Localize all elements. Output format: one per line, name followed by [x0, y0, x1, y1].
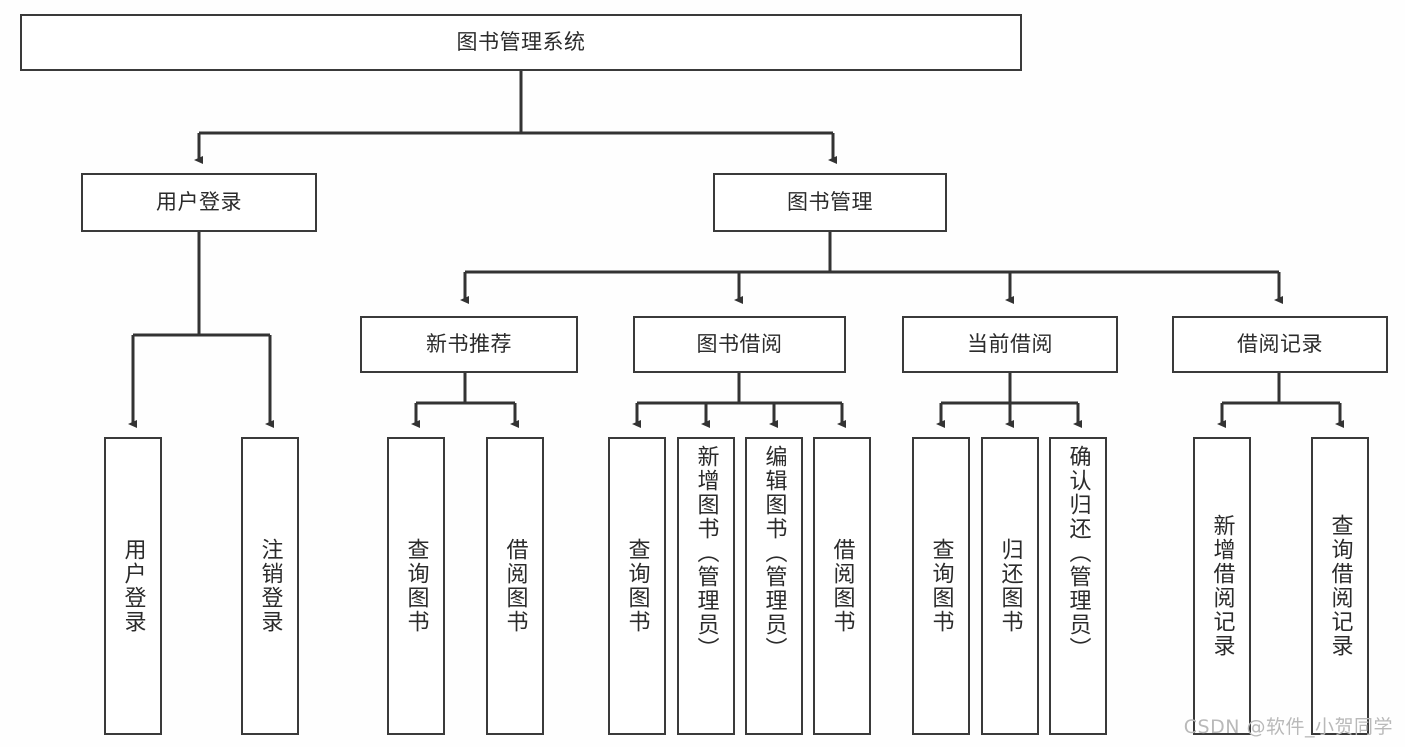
node-label: 编辑图书（管理员）: [761, 445, 787, 661]
leaf-book-borrow-query[interactable]: 查询图书: [608, 437, 666, 735]
node-label: 用户登录: [156, 190, 242, 215]
node-label: 注销登录: [257, 538, 283, 634]
node-label: 图书管理系统: [456, 30, 586, 55]
node-new-book-recommend[interactable]: 新书推荐: [360, 316, 578, 373]
node-label: 图书管理: [787, 190, 873, 215]
leaf-book-borrow-edit[interactable]: 编辑图书（管理员）: [745, 437, 803, 735]
leaf-new-book-borrow[interactable]: 借阅图书: [486, 437, 544, 735]
node-label: 查询图书: [403, 538, 429, 634]
node-label: 借阅记录: [1237, 332, 1323, 357]
leaf-borrow-record-add[interactable]: 新增借阅记录: [1193, 437, 1251, 735]
leaf-current-borrow-return[interactable]: 归还图书: [981, 437, 1039, 735]
node-label: 新书推荐: [426, 332, 512, 357]
node-label: 新增图书（管理员）: [693, 445, 719, 661]
node-user-login[interactable]: 用户登录: [81, 173, 317, 232]
leaf-book-borrow-borrow[interactable]: 借阅图书: [813, 437, 871, 735]
node-borrow-record[interactable]: 借阅记录: [1172, 316, 1388, 373]
node-label: 借阅图书: [502, 538, 528, 634]
node-label: 归还图书: [997, 538, 1023, 634]
node-current-borrow[interactable]: 当前借阅: [902, 316, 1118, 373]
node-label: 借阅图书: [829, 538, 855, 634]
leaf-current-borrow-confirm-return[interactable]: 确认归还（管理员）: [1049, 437, 1107, 735]
node-label: 查询图书: [624, 538, 650, 634]
node-book-borrow[interactable]: 图书借阅: [633, 316, 846, 373]
leaf-new-book-query[interactable]: 查询图书: [387, 437, 445, 735]
leaf-current-borrow-query[interactable]: 查询图书: [912, 437, 970, 735]
node-label: 确认归还（管理员）: [1065, 445, 1091, 661]
node-label: 新增借阅记录: [1209, 514, 1235, 658]
node-book-management[interactable]: 图书管理: [713, 173, 947, 232]
leaf-book-borrow-add[interactable]: 新增图书（管理员）: [677, 437, 735, 735]
node-label: 用户登录: [120, 538, 146, 634]
csdn-watermark: CSDN @软件_小贺同学: [1183, 716, 1393, 738]
leaf-borrow-record-query[interactable]: 查询借阅记录: [1311, 437, 1369, 735]
node-label: 查询图书: [928, 538, 954, 634]
node-label: 查询借阅记录: [1327, 514, 1353, 658]
leaf-user-login-logout[interactable]: 注销登录: [241, 437, 299, 735]
node-label: 图书借阅: [696, 332, 783, 357]
node-root-system[interactable]: 图书管理系统: [20, 14, 1022, 71]
node-label: 当前借阅: [967, 332, 1053, 357]
leaf-user-login-login[interactable]: 用户登录: [104, 437, 162, 735]
